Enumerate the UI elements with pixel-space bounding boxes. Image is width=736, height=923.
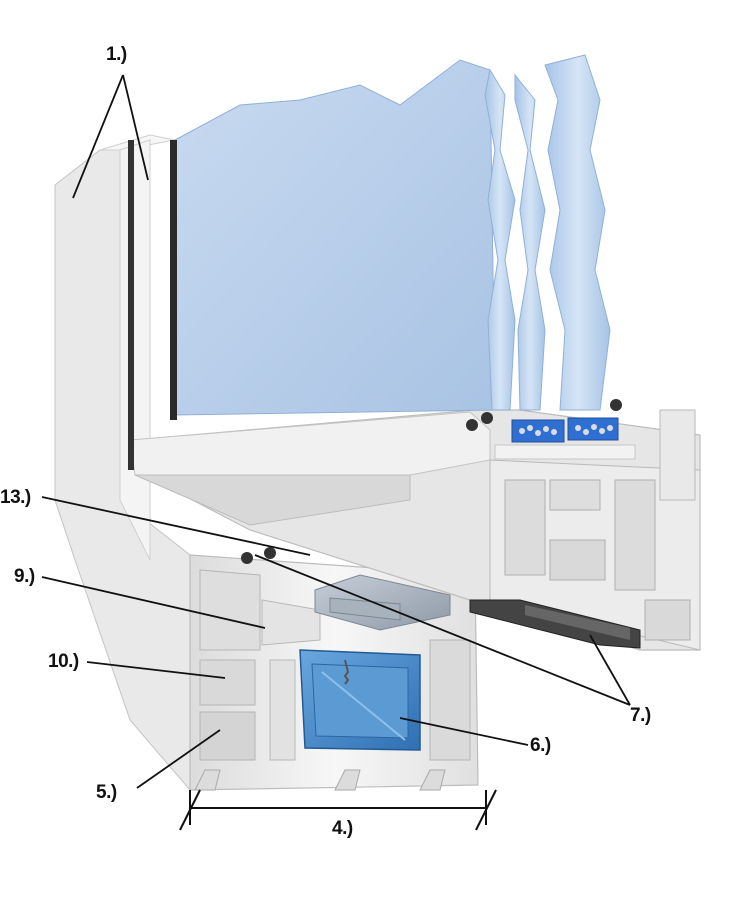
label-5: 5.) xyxy=(96,782,117,803)
glass-spacers xyxy=(494,417,636,460)
label-4: 4.) xyxy=(332,818,353,839)
glazing-block xyxy=(314,574,451,631)
label-7: 7.) xyxy=(630,705,651,726)
gaskets xyxy=(241,399,641,649)
glass-pane xyxy=(128,59,496,470)
label-6: 6.) xyxy=(530,735,551,756)
steel-reinforcement xyxy=(299,649,421,751)
label-13: 13.) xyxy=(0,487,31,508)
triple-glazing xyxy=(484,54,611,411)
dimension-line xyxy=(179,789,497,831)
label-9: 9.) xyxy=(14,566,35,587)
frame-chambers xyxy=(194,569,471,791)
label-10: 10.) xyxy=(48,651,79,672)
sash-frame xyxy=(129,409,701,651)
label-1: 1.) xyxy=(106,44,127,65)
leader-lines xyxy=(41,74,631,789)
